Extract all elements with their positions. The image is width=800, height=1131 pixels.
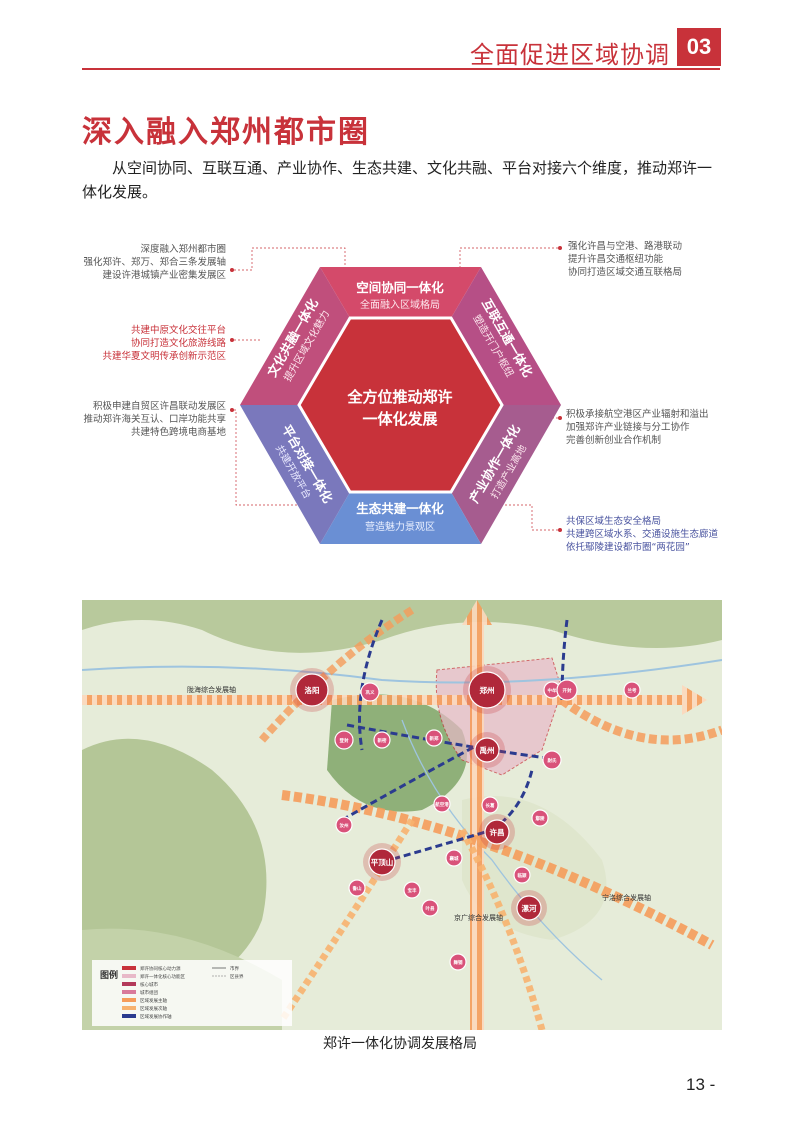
axis-label-jingguang: 京广综合发展轴	[454, 913, 503, 922]
city-marker	[425, 729, 443, 747]
segment-ecology-subtitle: 营造魅力景观区	[365, 520, 435, 533]
city-label: 叶县	[426, 905, 435, 912]
city-label: 中牟	[548, 687, 557, 694]
city-marker	[531, 809, 549, 827]
annotation-top-right: 强化许昌与空港、路港联动 提升许昌交通枢纽功能 协同打造区域交通互联格局	[568, 241, 683, 278]
city-label: 长葛	[486, 802, 495, 809]
city-marker	[368, 848, 396, 876]
city-marker	[513, 866, 531, 884]
city-marker	[421, 899, 439, 917]
city-marker	[468, 671, 506, 709]
annotation-low-right: 共保区域生态安全格局 共建跨区域水系、交通设施生态廊道 依托鄢陵建设都市圈“两花…	[566, 516, 719, 553]
segment-culture	[240, 267, 350, 405]
city-marker	[516, 895, 542, 921]
segment-connectivity	[451, 267, 561, 405]
city-label: 禹州	[480, 745, 495, 755]
city-marker	[449, 953, 467, 971]
city-label: 洛阳	[305, 685, 320, 695]
city-marker	[334, 730, 354, 750]
annotation-top-left: 深度融入郑州都市圈 强化郑许、郑万、郑合三条发展轴 建设许港城镇产业密集发展区	[83, 244, 226, 281]
svg-text:区县界: 区县界	[230, 974, 244, 980]
city-label: 襄城	[449, 855, 459, 862]
hexagon-center	[297, 316, 504, 494]
city-label: 新密	[378, 737, 387, 744]
axis-label-ningluo: 宁洛综合发展轴	[602, 893, 651, 902]
legend-title: 图例	[100, 969, 118, 981]
city-label: 新郑	[430, 735, 439, 742]
svg-text:郑许协同核心动力源: 郑许协同核心动力源	[140, 965, 181, 972]
intro-paragraph: 从空间协同、互联互通、产业协作、生态共建、文化共融、平台对接六个维度，推动郑许一…	[82, 159, 713, 201]
annotation-low-left: 积极申建自贸区许昌联动发展区 推动郑许海关互认、口岸功能共享 共建特色跨境电商基…	[83, 401, 226, 438]
city-label: 航空港	[435, 801, 449, 808]
svg-text:区域发展协作轴: 区域发展协作轴	[140, 1013, 172, 1020]
svg-text:区域发展主轴: 区域发展主轴	[140, 997, 167, 1004]
city-label: 许昌	[490, 827, 505, 837]
city-marker	[403, 881, 421, 899]
city-marker	[623, 681, 641, 699]
city-label: 鲁山	[353, 885, 362, 892]
header-divider	[82, 68, 720, 70]
regional-map: 图例 郑许协同核心动力源 郑许一体化核心功能区 核心城市 城市组团 区域发展主轴…	[82, 600, 722, 1030]
city-label: 登封	[339, 737, 349, 744]
svg-text:区域发展次轴: 区域发展次轴	[140, 1005, 167, 1012]
city-marker	[484, 819, 510, 845]
segment-spatial-title: 空间协同一体化	[356, 280, 444, 295]
section-title: 全面促进区域协调	[470, 41, 670, 69]
map-caption: 郑许一体化协调发展格局	[323, 1036, 477, 1052]
page-number: 13 -	[686, 1075, 716, 1094]
map-canvas: 图例 郑许协同核心动力源 郑许一体化核心功能区 核心城市 城市组团 区域发展主轴…	[82, 600, 722, 1030]
segment-platform	[240, 405, 350, 544]
segment-spatial-subtitle: 全面融入区域格局	[360, 298, 440, 311]
hexagon-diagram: 全方位推动郑许 一体化发展 空间协同一体化 全面融入区域格局 互联互通一体化 塑…	[230, 246, 562, 544]
city-marker	[348, 879, 366, 897]
city-marker	[373, 731, 391, 749]
city-label: 漯河	[522, 903, 537, 913]
annotation-mid-right: 积极承接航空港区产业辐射和溢出 加强郑许产业链接与分工协作 完善创新创业合作机制	[566, 409, 709, 446]
city-marker	[433, 795, 451, 813]
city-marker	[556, 679, 578, 701]
svg-text:郑许一体化核心功能区: 郑许一体化核心功能区	[140, 973, 185, 980]
city-label: 舞钢	[454, 959, 463, 966]
annotation-mid-left: 共建中原文化交往平台 协同打造文化旅游线路 共建华夏文明传承创新示范区	[102, 325, 226, 362]
center-line-1: 全方位推动郑许	[346, 388, 452, 406]
city-label: 开封	[563, 687, 572, 694]
city-label: 汝州	[340, 822, 349, 829]
axis-label-longhai: 陇海综合发展轴	[187, 685, 236, 694]
city-label: 鄢陵	[536, 815, 545, 822]
page-title: 深入融入郑州都市圈	[82, 115, 370, 150]
city-label: 兰考	[628, 687, 637, 694]
section-number-badge: 03	[677, 28, 721, 66]
city-marker	[542, 750, 562, 770]
city-marker	[445, 849, 463, 867]
segment-ecology	[320, 492, 481, 544]
city-marker	[335, 816, 353, 834]
city-marker	[474, 737, 500, 763]
segment-industry	[451, 405, 561, 544]
svg-text:核心城市: 核心城市	[140, 981, 158, 988]
center-line-2: 一体化发展	[362, 410, 437, 428]
city-label: 平顶山	[371, 857, 394, 867]
svg-text:市界: 市界	[230, 965, 239, 972]
city-label: 巩义	[366, 689, 375, 696]
svg-text:城市组团: 城市组团	[140, 989, 158, 996]
segment-ecology-title: 生态共建一体化	[356, 501, 444, 516]
city-label: 临颍	[518, 872, 527, 879]
city-label: 宝丰	[408, 887, 417, 894]
city-marker	[481, 796, 499, 814]
city-marker	[295, 673, 329, 707]
city-label: 郑州	[480, 685, 495, 695]
segment-spatial	[320, 267, 481, 318]
city-label: 尉氏	[548, 757, 557, 764]
city-marker	[360, 682, 380, 702]
